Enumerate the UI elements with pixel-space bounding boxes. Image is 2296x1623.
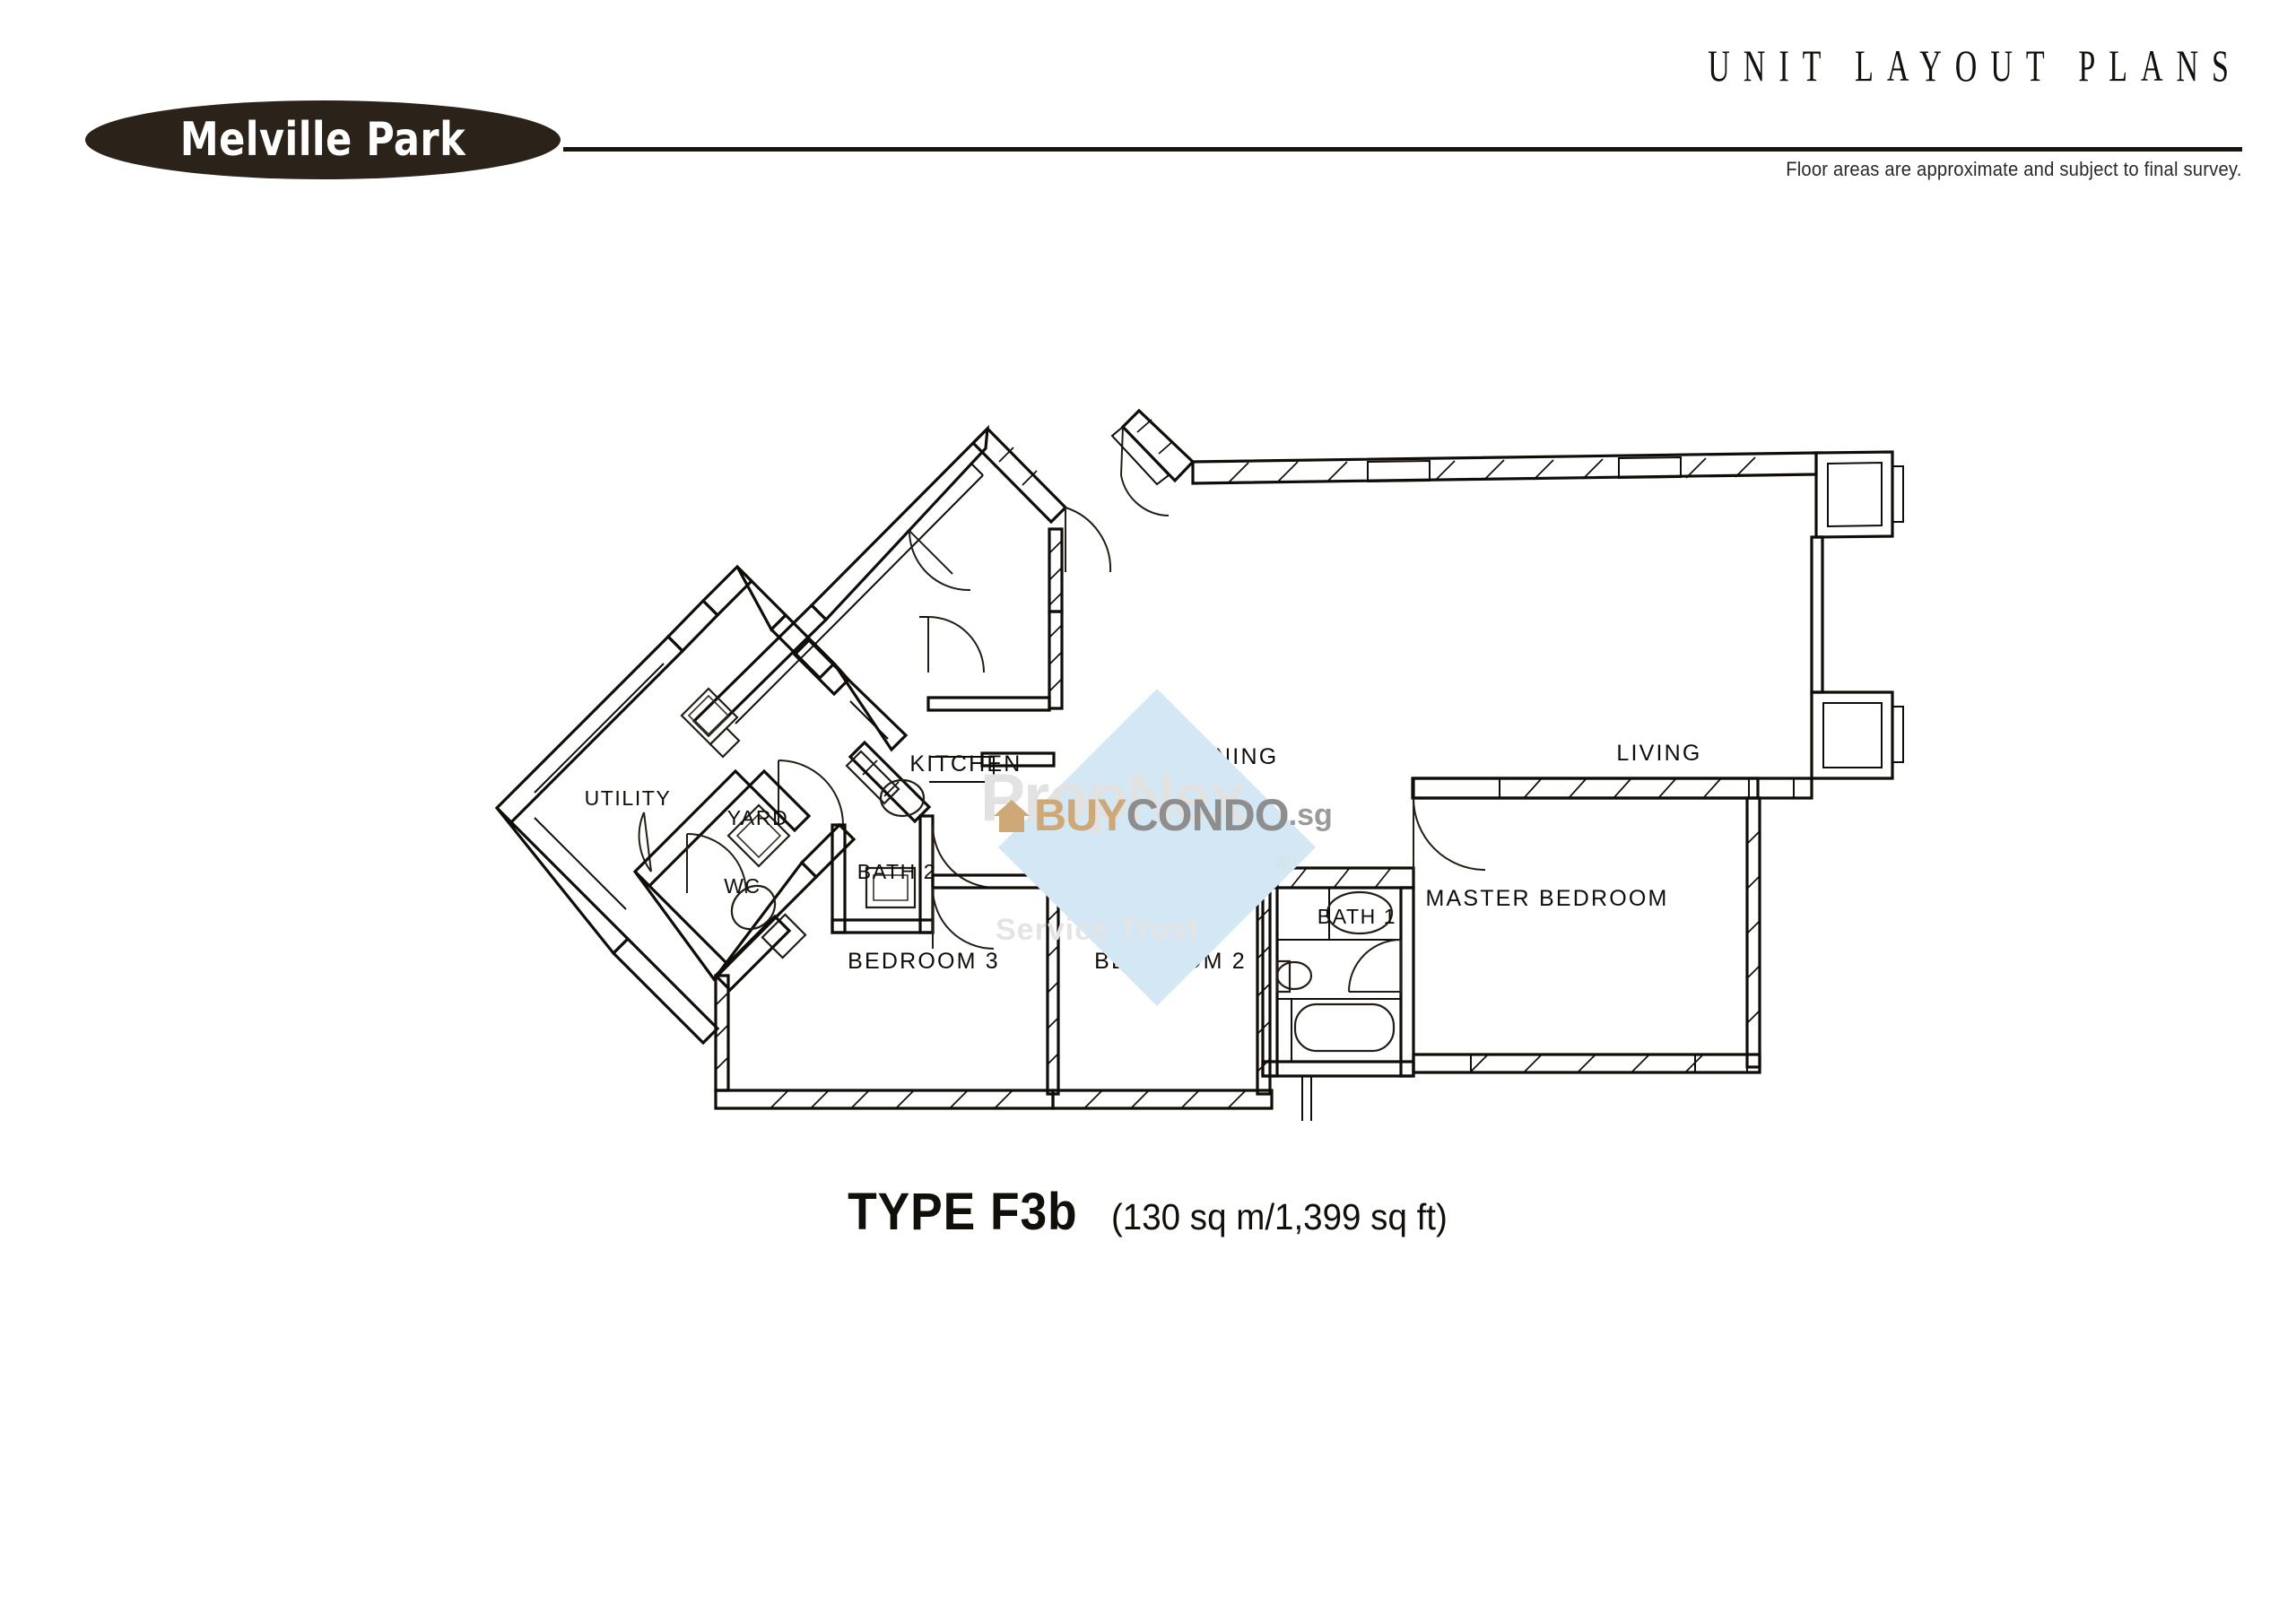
floor-plan-drawing: UTILITY YARD KITCHEN DINING LIVING WC BA… [494,408,1904,1121]
room-label-yard: YARD [727,806,789,829]
plan-type-label: TYPE F3b [848,1183,1078,1241]
room-label-bath-1: BATH 1 [1318,905,1396,928]
kitchen-walls [691,424,1112,738]
room-label-bedroom-2: BEDROOM 2 [1094,949,1247,974]
room-label-dining: DINING [1188,744,1279,769]
plan-caption: TYPE F3b (130 sq m/1,399 sq ft) [0,1182,2296,1242]
bedroom2-walls [1051,886,1274,1110]
room-label-living: LIVING [1616,741,1701,766]
plan-area-label: (130 sq m/1,399 sq ft) [1110,1196,1448,1237]
room-label-utility: UTILITY [585,786,672,810]
room-label-master-bedroom: MASTER BEDROOM [1425,886,1668,911]
master-bedroom-walls [1412,777,1761,1074]
brand-logo-ellipse [85,100,561,179]
disclaimer-text: Floor areas are approximate and subject … [1786,158,2242,180]
brand-logo-text: Melville Park [179,113,466,167]
floor-plan-stage: UTILITY YARD KITCHEN DINING LIVING WC BA… [0,377,2296,1157]
header-divider-rule [563,147,2242,152]
living-dining-walls [1110,408,1904,800]
room-label-bath-2: BATH 2 [857,860,936,883]
page-title: UNIT LAYOUT PLANS [1708,40,2242,91]
room-label-bedroom-3: BEDROOM 3 [848,949,1000,974]
room-label-wc: WC [724,874,761,898]
corridor-walls [931,873,1265,951]
utility-yard-walls [494,564,909,1046]
page-header: Melville Park UNIT LAYOUT PLANS Floor ar… [0,0,2296,206]
room-label-kitchen: KITCHEN [909,751,1022,777]
